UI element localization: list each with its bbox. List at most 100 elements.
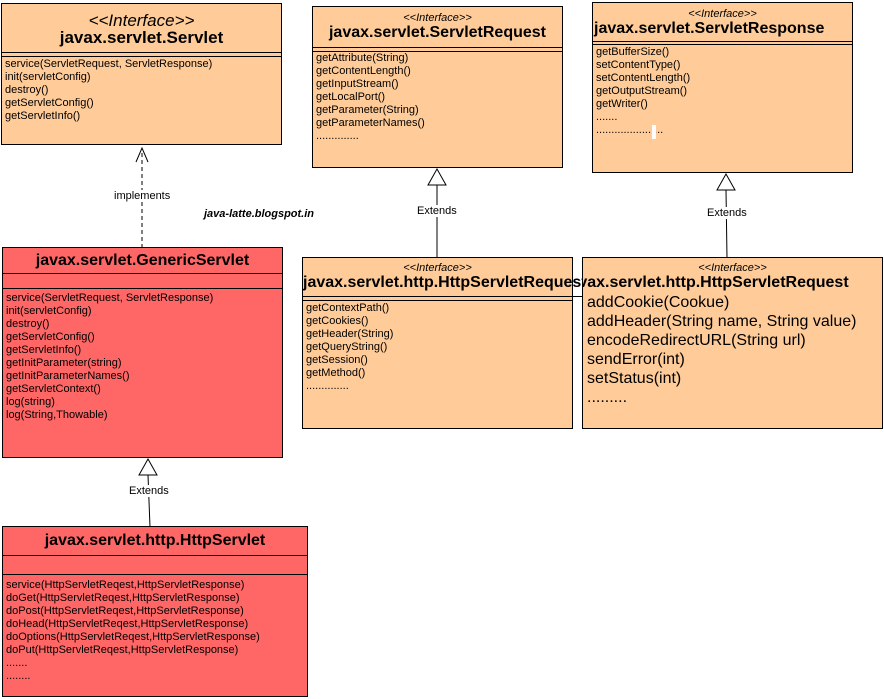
- method-item: service(HttpServletReqest,HttpServletRes…: [6, 579, 245, 591]
- method-item: log(string): [6, 396, 55, 408]
- servlet-response-interface-box[interactable]: <<Interface>> javax.servlet.ServletRespo…: [592, 2, 853, 173]
- method-item: init(servletConfig): [6, 305, 92, 317]
- servlet-interface-box[interactable]: <<Interface>> javax.servlet.Servlet serv…: [1, 3, 282, 145]
- servlet-divider-2: [2, 56, 281, 57]
- method-item: getServletInfo(): [5, 110, 81, 122]
- method-item: getBufferSize(): [596, 46, 670, 58]
- http-servlet-response-methods: addCookie(Cookue) addHeader(String name, …: [587, 293, 880, 407]
- generic-servlet-methods: service(ServletRequest, ServletResponse)…: [6, 292, 280, 422]
- method-item: getServletContext(): [6, 383, 101, 395]
- method-item: getContextPath(): [306, 302, 390, 314]
- method-item: getInitParameter(string): [6, 357, 122, 369]
- servlet-divider: [2, 52, 281, 53]
- extends-response-arrowhead: [716, 172, 736, 191]
- http-servlet-request-divider-2: [303, 300, 572, 301]
- method-item: getParameterNames(): [316, 117, 425, 129]
- method-item: doGet(HttpServletReqest,HttpServletRespo…: [6, 592, 240, 604]
- servlet-request-stereotype: <<Interface>>: [403, 12, 472, 24]
- generic-servlet-title: javax.servlet.GenericServlet: [35, 252, 250, 269]
- method-item: ..............: [306, 380, 349, 392]
- method-item: setContentLength(): [596, 72, 691, 84]
- method-item: getServletConfig(): [5, 97, 94, 109]
- method-item: .........: [587, 389, 628, 406]
- http-servlet-divider: [3, 555, 307, 556]
- http-servlet-request-divider: [303, 296, 589, 297]
- extends-response-line: [725, 189, 728, 259]
- servlet-title: javax.servlet.Servlet: [59, 28, 224, 47]
- method-item: init(servletConfig): [5, 71, 91, 83]
- method-item: service(ServletRequest, ServletResponse): [6, 292, 214, 304]
- servlet-response-divider-2: [593, 44, 852, 45]
- http-servlet-response-interface-box[interactable]: <<Interface>> javax.servlet.http.HttpSer…: [582, 257, 883, 429]
- http-servlet-methods: service(HttpServletReqest,HttpServletRes…: [6, 579, 305, 683]
- method-item: .......: [6, 657, 28, 669]
- http-servlet-title: javax.servlet.http.HttpServlet: [44, 532, 266, 549]
- method-item: getQueryString(): [306, 341, 388, 353]
- servlet-request-title: javax.servlet.ServletRequest: [328, 24, 546, 41]
- method-item: getHeader(String): [306, 328, 394, 340]
- method-item: ......................: [596, 124, 664, 136]
- http-servlet-class-box[interactable]: javax.servlet.http.HttpServlet service(H…: [2, 526, 308, 697]
- extends-generic-arrowhead: [138, 457, 158, 476]
- text-cursor: [652, 125, 656, 139]
- method-item: getWriter(): [596, 98, 648, 110]
- method-item: addHeader(String name, String value): [587, 313, 857, 330]
- method-item: getOutputStream(): [596, 85, 688, 97]
- method-item: log(String,Thowable): [6, 409, 108, 421]
- method-item: destroy(): [5, 84, 49, 96]
- extends-request-arrowhead: [427, 167, 447, 186]
- method-item: getCookies(): [306, 315, 369, 327]
- servlet-request-interface-box[interactable]: <<Interface>> javax.servlet.ServletReque…: [312, 6, 563, 168]
- generic-servlet-divider-2: [3, 288, 282, 289]
- http-servlet-request-interface-box[interactable]: <<Interface>> javax.servlet.http.HttpSer…: [302, 257, 589, 429]
- http-servlet-request-methods: getContextPath()getCookies()getHeader(St…: [306, 302, 570, 393]
- servlet-stereotype: <<Interface>>: [88, 11, 195, 30]
- method-item: destroy(): [6, 318, 50, 330]
- method-item: doOptions(HttpServletReqest,HttpServletR…: [6, 631, 260, 643]
- implements-arrowhead: [135, 146, 149, 163]
- method-item: getMethod(): [306, 367, 366, 379]
- servlet-methods: service(ServletRequest, ServletResponse)…: [5, 58, 279, 123]
- servlet-response-title: javax.servlet.ServletResponse: [594, 20, 825, 37]
- method-item: ..............: [316, 130, 359, 142]
- method-item: sendError(int): [587, 351, 685, 368]
- http-servlet-request-stereotype: <<Interface>>: [403, 262, 472, 274]
- http-servlet-response-title: javax.servlet.http.HttpServletRequest: [582, 274, 849, 291]
- method-item: getInputStream(): [316, 78, 399, 90]
- extends-request-label: Extends: [415, 205, 459, 217]
- method-item: ........: [6, 670, 31, 682]
- method-item: .......: [596, 111, 618, 123]
- generic-servlet-class-box[interactable]: javax.servlet.GenericServlet service(Ser…: [2, 247, 283, 458]
- http-servlet-response-stereotype: <<Interface>>: [698, 262, 767, 274]
- servlet-request-divider: [313, 47, 562, 48]
- extends-response-label: Extends: [705, 207, 749, 219]
- method-item: getInitParameterNames(): [6, 370, 130, 382]
- servlet-request-divider-2: [313, 51, 562, 52]
- method-item: getLocalPort(): [316, 91, 386, 103]
- servlet-response-stereotype: <<Interface>>: [688, 8, 757, 20]
- method-item: doPost(HttpServletReqest,HttpServletResp…: [6, 605, 244, 617]
- method-item: getServletConfig(): [6, 331, 95, 343]
- http-servlet-divider-2: [3, 574, 307, 575]
- method-item: getSession(): [306, 354, 368, 366]
- servlet-response-methods: getBufferSize()setContentType()setConten…: [596, 46, 850, 137]
- servlet-request-methods: getAttribute(String)getContentLength()ge…: [316, 52, 560, 143]
- method-item: setStatus(int): [587, 370, 682, 387]
- implements-label: implements: [112, 190, 173, 202]
- method-item: getServletInfo(): [6, 344, 82, 356]
- http-servlet-request-title: javax.servlet.http.HttpServletRequest: [303, 274, 587, 291]
- method-item: getContentLength(): [316, 65, 411, 77]
- watermark-text: java-latte.blogspot.in: [204, 208, 315, 220]
- method-item: doHead(HttpServletReqest,HttpServletResp…: [6, 618, 249, 630]
- method-item: addCookie(Cookue): [587, 294, 730, 311]
- method-item: setContentType(): [596, 59, 681, 71]
- servlet-response-divider: [593, 41, 852, 42]
- method-item: getParameter(String): [316, 104, 419, 116]
- extends-generic-line: [147, 474, 151, 528]
- method-item: encodeRedirectURL(String url): [587, 332, 806, 349]
- method-item: doPut(HttpServletReqest,HttpServletRespo…: [6, 644, 239, 656]
- generic-servlet-divider: [3, 273, 282, 274]
- extends-generic-label: Extends: [127, 485, 171, 497]
- method-item: getAttribute(String): [316, 52, 409, 64]
